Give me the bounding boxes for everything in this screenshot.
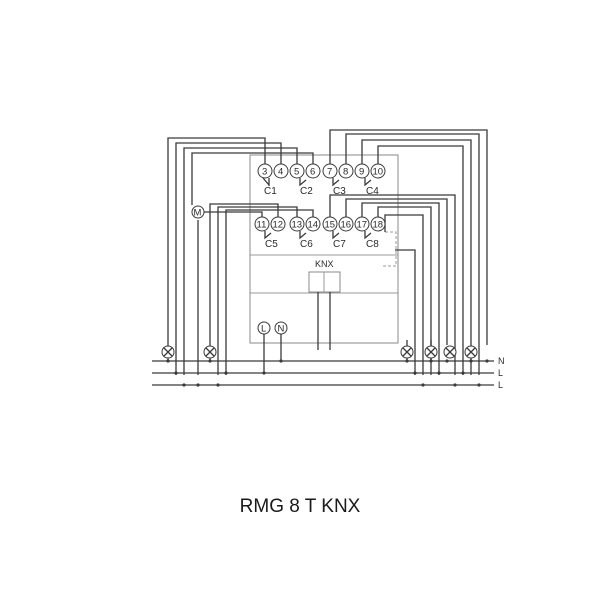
channel-c3: 7 8 C3 <box>322 163 354 197</box>
wire-right-4 <box>377 145 464 375</box>
svg-text:C7: C7 <box>333 239 346 250</box>
svg-text:8: 8 <box>343 167 348 178</box>
svg-text:C6: C6 <box>300 239 313 250</box>
channel-c4: 9 10 C4 <box>354 163 386 197</box>
wire-left-6 <box>209 203 279 345</box>
supply-terminal-n: N <box>274 321 288 335</box>
svg-text:14: 14 <box>308 220 319 231</box>
wire-right-5 <box>329 194 456 375</box>
svg-text:11: 11 <box>257 220 267 231</box>
svg-text:16: 16 <box>341 220 352 231</box>
knx-label: KNX <box>315 259 334 269</box>
svg-text:C8: C8 <box>366 239 379 250</box>
svg-text:C5: C5 <box>265 239 278 250</box>
channel-c1: 3 4 C1 <box>257 163 289 197</box>
motor-icon: M <box>191 205 205 219</box>
wire-left-7 <box>217 206 298 375</box>
svg-text:9: 9 <box>359 167 364 178</box>
svg-text:M: M <box>194 208 202 219</box>
wire-left-1 <box>167 137 266 345</box>
lamp-4 <box>424 340 438 361</box>
channel-c5: 11 12 C5 <box>254 216 286 250</box>
lamp-1 <box>161 345 175 361</box>
c8-dashed-link <box>383 231 397 267</box>
wire-right-8 <box>377 206 432 375</box>
svg-text:13: 13 <box>292 220 303 231</box>
svg-text:3: 3 <box>262 167 267 178</box>
wire-right-3 <box>361 139 472 375</box>
supply-terminal-l: L <box>257 321 271 335</box>
svg-text:C1: C1 <box>264 186 277 197</box>
lamp-6 <box>464 345 478 359</box>
wire-left-2 <box>175 142 282 375</box>
channel-c8: 17 18 C8 <box>354 216 386 250</box>
device-housing <box>249 154 399 344</box>
channel-c2: 5 6 C2 <box>289 163 321 197</box>
wire-right-7 <box>361 202 440 375</box>
svg-text:6: 6 <box>310 167 315 178</box>
wire-right-1 <box>329 129 488 345</box>
svg-text:17: 17 <box>357 220 368 231</box>
svg-text:C4: C4 <box>366 186 379 197</box>
lamp-5 <box>443 345 457 359</box>
channel-c7: 15 16 C7 <box>322 216 354 250</box>
svg-text:C3: C3 <box>333 186 346 197</box>
wire-left-8 <box>225 209 314 375</box>
svg-text:C2: C2 <box>300 186 313 197</box>
rail-label-l2: L <box>498 380 503 390</box>
svg-text:5: 5 <box>294 167 299 178</box>
svg-text:12: 12 <box>273 220 284 231</box>
channel-c6: 13 14 C6 <box>289 216 321 250</box>
svg-text:15: 15 <box>325 220 336 231</box>
svg-text:N: N <box>278 324 285 335</box>
rail-label-l1: L <box>498 368 503 378</box>
wire-left-5 <box>203 211 263 218</box>
lamp-2 <box>203 345 217 361</box>
product-caption: RMG 8 T KNX <box>239 496 361 517</box>
wire-right-2 <box>345 133 480 375</box>
wire-right-10 <box>395 249 416 375</box>
svg-text:10: 10 <box>373 167 384 178</box>
lamp-3 <box>400 340 414 361</box>
wire-left-4 <box>191 152 314 205</box>
svg-text:4: 4 <box>278 167 283 178</box>
svg-text:18: 18 <box>373 220 384 231</box>
wire-left-3 <box>183 147 298 375</box>
wire-right-6 <box>345 198 448 345</box>
svg-text:L: L <box>261 324 266 335</box>
rail-label-n: N <box>498 356 505 366</box>
svg-text:7: 7 <box>327 167 332 178</box>
